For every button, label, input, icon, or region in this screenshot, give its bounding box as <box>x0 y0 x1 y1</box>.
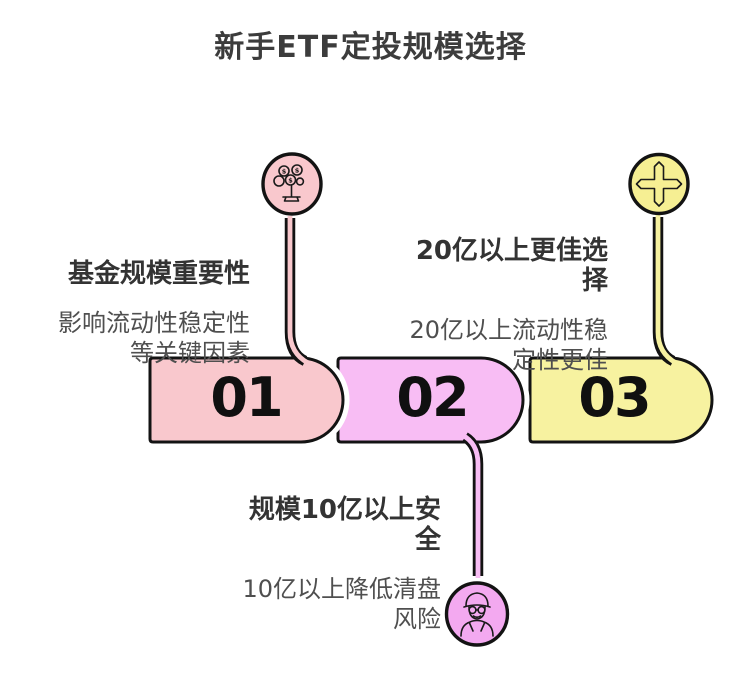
step-01-text-block: 基金规模重要性 影响流动性稳定性 等关键因素 <box>58 240 250 387</box>
step-02-text-block: 规模10亿以上安 全 10亿以上降低清盘 风险 <box>242 476 441 653</box>
step-02-ribbon-group <box>331 351 530 578</box>
step-01-title: 基金规模重要性 <box>67 259 250 289</box>
step-03-ribbon <box>528 356 714 444</box>
step-02-description: 10亿以上降低清盘 风险 <box>242 575 441 633</box>
coin-dollar: $ <box>288 176 293 184</box>
coin <box>278 165 290 177</box>
coin-dollar: $ <box>295 166 300 174</box>
coin <box>291 164 303 176</box>
step-01-ribbon-group <box>143 216 350 449</box>
step-03-connector-line <box>655 215 678 366</box>
step-01-number: 01 <box>210 366 283 429</box>
crossroads-plus <box>635 161 683 207</box>
crossroads-icon <box>628 152 690 216</box>
page-title: 新手ETF定投规模选择 <box>214 30 527 65</box>
step-03-ribbon-group <box>523 215 719 449</box>
shoulders <box>460 619 494 637</box>
step-03-number: 03 <box>578 366 651 429</box>
coin <box>284 174 297 186</box>
coin <box>273 175 285 187</box>
step-01-ribbon <box>148 356 345 444</box>
step-03-title: 20亿以上更佳选 择 <box>415 236 608 296</box>
safety-person-icon <box>444 581 510 647</box>
mask <box>472 609 482 619</box>
step-02-title: 规模10亿以上安 全 <box>248 495 441 555</box>
straps <box>468 622 486 632</box>
step-02-number: 02 <box>396 366 469 429</box>
step-03-description: 20亿以上流动性稳 定性更佳 <box>409 316 608 374</box>
step-02-connector-line <box>460 432 481 578</box>
coin-dollar: $ <box>282 167 287 175</box>
money-tree-icon: $ $ $ <box>261 152 323 216</box>
step-02-ribbon <box>336 356 525 444</box>
step-01-description: 影响流动性稳定性 等关键因素 <box>58 309 250 367</box>
crossroads-icon-circle <box>628 152 690 216</box>
helmet <box>463 592 491 608</box>
step-03-text-block: 20亿以上更佳选 择 20亿以上流动性稳 定性更佳 <box>409 217 608 394</box>
step-01-connector-line <box>287 216 310 366</box>
tree-trunk <box>282 185 301 202</box>
coin <box>295 177 305 186</box>
